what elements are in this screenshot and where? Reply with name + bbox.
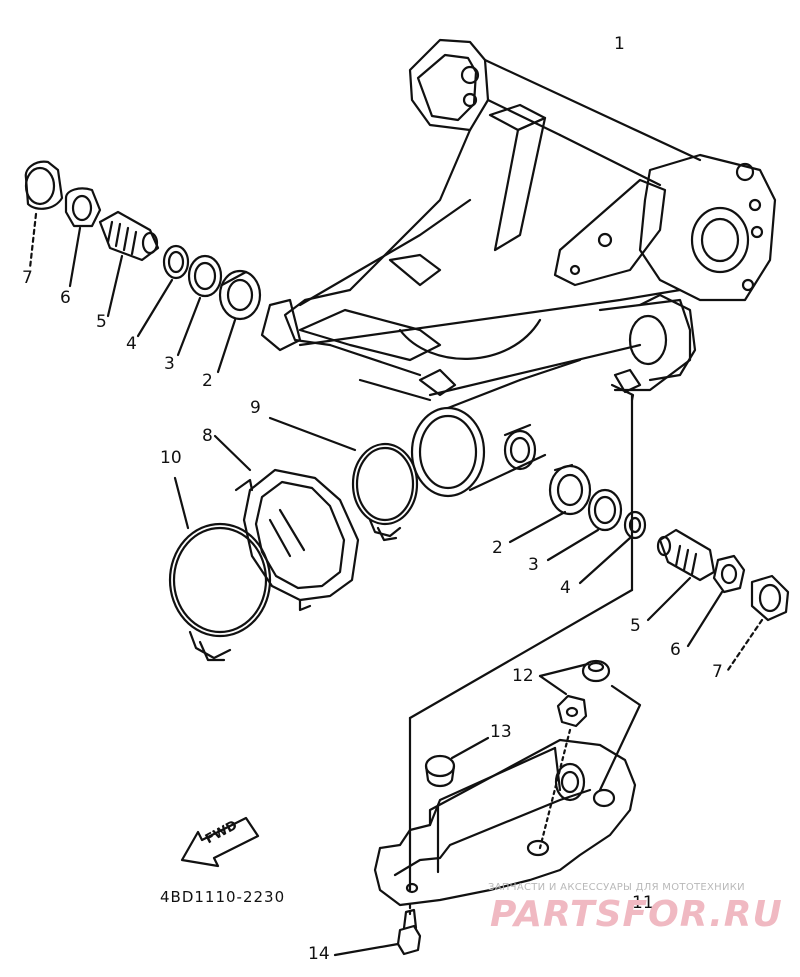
- callout-8: 8: [202, 426, 213, 446]
- swingarm-part-1: [260, 38, 777, 498]
- callout-10: 10: [160, 448, 182, 468]
- callout-1: 1: [614, 34, 625, 54]
- callout-7-left: 7: [22, 268, 33, 288]
- callout-6-left: 6: [60, 288, 71, 308]
- callout-9: 9: [250, 398, 261, 418]
- callout-12: 12: [512, 666, 534, 686]
- callout-4-left: 4: [126, 334, 137, 354]
- watermark-tagline: ЗАПЧАСТИ И АКСЕССУАРЫ ДЛЯ МОТОТЕХНИКИ: [488, 882, 745, 893]
- callout-3-left: 3: [164, 354, 175, 374]
- callout-3-right: 3: [528, 555, 539, 575]
- clamp-part-9: [268, 416, 419, 542]
- clamp-part-10: [168, 476, 272, 662]
- callout-6-right: 6: [670, 640, 681, 660]
- forward-arrow-icon: [180, 816, 260, 868]
- fasteners-12-13-14: [333, 659, 642, 957]
- callout-5-right: 5: [630, 616, 641, 636]
- callout-2-right: 2: [492, 538, 503, 558]
- drawing-code: 4BD1110-2230: [160, 888, 286, 906]
- right-hardware-stack: [408, 393, 790, 720]
- callout-5-left: 5: [96, 312, 107, 332]
- boot-part-8: [213, 434, 360, 612]
- callout-11: 11: [632, 893, 654, 913]
- left-hardware-stack: [24, 160, 262, 374]
- watermark-brand: PARTSFOR.RU: [490, 894, 783, 935]
- callout-2-left: 2: [202, 371, 213, 391]
- callout-4-right: 4: [560, 578, 571, 598]
- callout-7-right: 7: [712, 662, 723, 682]
- guard-part-11: [373, 716, 637, 907]
- callout-14: 14: [308, 944, 330, 964]
- callout-13: 13: [490, 722, 512, 742]
